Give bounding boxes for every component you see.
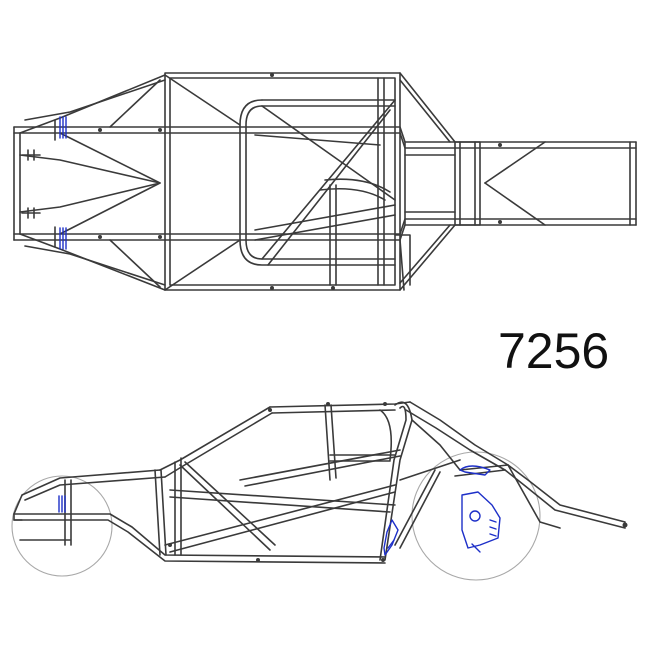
top-view-front-section (19, 74, 166, 291)
side-view-nodes (168, 402, 628, 562)
front-wheel-outline (11, 475, 113, 577)
side-view-suspension-mounts (58, 465, 501, 556)
top-view-cage (164, 72, 411, 291)
side-view-main-tubes (13, 401, 626, 564)
top-view-suspension-mounts (59, 116, 67, 250)
top-view-rear-section (399, 72, 637, 291)
side-view-frame (11, 401, 628, 581)
part-number-label: 7256 (498, 323, 610, 379)
top-view-frame (13, 72, 637, 291)
top-view-nodes (98, 73, 502, 290)
rear-wheel-outline (411, 451, 541, 581)
